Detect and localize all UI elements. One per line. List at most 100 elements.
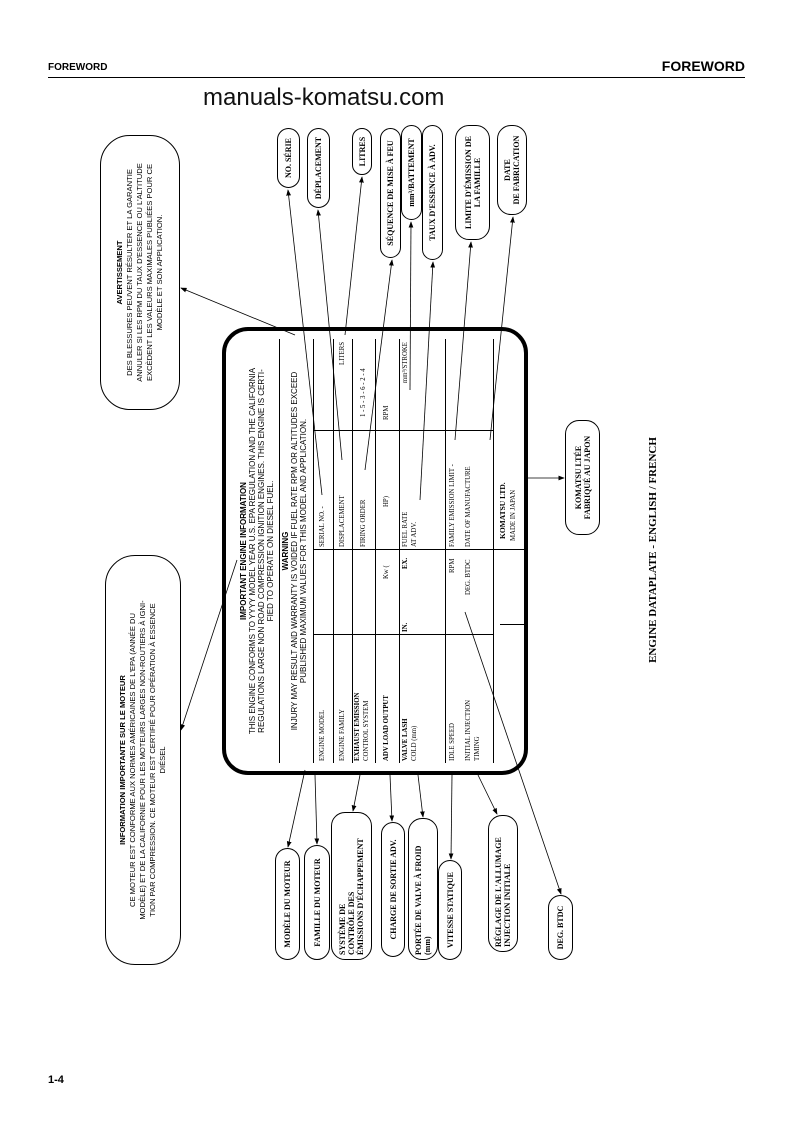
leader-family	[314, 774, 320, 845]
cell-timing: TIMING	[474, 736, 481, 761]
callout-line: CE MOTEUR EST CONFORME AUX NORMES AMÉRIC…	[128, 613, 137, 907]
cell-idle: IDLE SPEED	[449, 723, 456, 761]
callout-avertissement: AVERTISSEMENT DES BLESSURES PEUVENT RÉSU…	[100, 135, 180, 410]
header-rule	[48, 77, 745, 78]
cell-initial-injection: INITIAL INJECTION	[465, 699, 472, 761]
cell-made-in: MADE IN JAPAN	[510, 489, 517, 541]
cell-stroke: mm³/STROKE	[402, 342, 409, 383]
callout-modele: MODÈLE DU MOTEUR	[275, 848, 300, 960]
cell-ex: EX.	[402, 557, 409, 569]
col-line	[500, 624, 524, 625]
leader-firing	[364, 259, 394, 471]
plate-warning-line: PUBLISHED MAXIMUM VALUES FOR THIS MODEL …	[299, 418, 308, 684]
leader-btdc	[464, 611, 562, 895]
leader-idle	[448, 774, 454, 860]
col-line	[313, 430, 493, 431]
col-line	[313, 634, 493, 635]
callout-information: INFORMATION IMPORTANTE SUR LE MOTEUR CE …	[105, 555, 181, 965]
header-left-title: FOREWORD	[48, 62, 108, 73]
callout-battement: mm³/BATTEMENT	[401, 125, 422, 220]
row-line	[399, 339, 400, 763]
callout-line: DES BLESSURES PEUVENT RÉSULTER ET LA GAR…	[125, 169, 134, 376]
callout-systeme: SYSTÈME DE CONTRÔLE DES ÉMISSIONS D'ÉCHA…	[331, 812, 372, 960]
callout-line: PORTÉE DE VALVE À FROID	[414, 845, 423, 955]
leader-model	[286, 769, 306, 848]
callout-line: DIÉSEL	[158, 746, 167, 774]
callout-vitesse: VITESSE STATIQUE	[438, 860, 462, 960]
callout-line: EXCÈDENT LES VALEURS MAXIMALES PUBLIÉES …	[145, 163, 154, 382]
callout-deg-btdc: DEG. BTDC	[548, 895, 573, 960]
leader-lines	[180, 176, 565, 895]
leader-serial	[286, 189, 323, 496]
row-line	[313, 339, 314, 763]
callout-portee: PORTÉE DE VALVE À FROID (mm)	[408, 818, 438, 960]
callout-line: KOMATSU LTÉE	[573, 445, 583, 510]
watermark: manuals-komatsu.com	[203, 84, 445, 111]
cell-family-limit: FAMILY EMISSION LIMIT -	[449, 464, 456, 547]
cell-valve-lash: VALVE LASH	[402, 718, 409, 762]
col-line	[313, 549, 528, 550]
callout-line: INJECTION INITIALE	[503, 863, 512, 947]
callout-date: DATE DE FABRICATION	[497, 125, 527, 215]
cell-serial-no: SERIAL NO. -	[319, 506, 326, 547]
figure-caption: ENGINE DATAPLATE - ENGLISH / FRENCH	[647, 437, 659, 663]
leader-valve	[417, 774, 425, 818]
leader-warning	[180, 287, 296, 336]
cell-date: DATE OF MANUFACTURE	[465, 466, 472, 547]
callout-litres: LITRES	[352, 128, 372, 175]
cell-hp: HP)	[383, 496, 390, 507]
leader-fuel	[419, 261, 436, 501]
callout-famille: FAMILLE DU MOTEUR	[304, 845, 330, 960]
cell-adv-load: ADV LOAD OUTPUT	[383, 695, 390, 761]
cell-in: IN.	[402, 622, 409, 632]
callout-komatsu: KOMATSU LTÉE FABRIQUÉ AU JAPON	[565, 420, 600, 535]
callout-charge: CHARGE DE SORTIE ADV.	[381, 822, 405, 957]
callout-line: LIMITE D'ÉMISSION DE	[463, 136, 473, 229]
callout-taux: TAUX D'ESSENCE À ADV.	[422, 125, 443, 260]
row-line	[493, 339, 494, 763]
cell-deg-btdc: DEG. BTDC	[465, 559, 472, 596]
callout-reglage: RÉGLAGE DE L'ALLUMAGE INJECTION INITIALE	[488, 815, 518, 952]
callout-line: SYSTÈME DE	[338, 903, 347, 955]
callout-title: AVERTISSEMENT	[115, 240, 124, 305]
leader-exhaust	[351, 774, 361, 812]
callout-line: ÉMISSIONS D'ÉCHAPPEMENT	[356, 838, 365, 955]
leader-liters	[344, 176, 364, 336]
page-number: 1-4	[48, 1074, 64, 1086]
callout-line: MODÈLE) ET DE LA CALIFORNIE POUR LES MOT…	[138, 600, 147, 920]
callout-line: ANNULER SI LES RPM DU TAUX D'ESSENCE OU …	[135, 163, 144, 382]
cell-valve-cold: COLD (mm)	[411, 725, 418, 761]
callout-limite: LIMITE D'ÉMISSION DE LA FAMILLE	[455, 125, 490, 240]
row-line	[445, 339, 446, 763]
leader-information	[180, 559, 238, 731]
callout-deplacement: DÉPLACEMENT	[307, 128, 330, 208]
callout-line: DE FABRICATION	[512, 135, 521, 205]
leader-injection	[477, 774, 498, 815]
callout-line: RÉGLAGE DE L'ALLUMAGE	[494, 837, 503, 947]
cell-exhaust-2: CONTROL SYSTEM	[363, 700, 370, 761]
cell-exhaust: EXHAUST EMISSION	[354, 692, 361, 761]
cell-firing-order: FIRING ORDER	[360, 499, 367, 547]
cell-maker: KOMATSU LTD.	[498, 482, 507, 539]
callout-line: LA FAMILLE	[472, 157, 482, 208]
leader-adv	[389, 774, 395, 822]
cell-fuel-adv: AT ADV.	[411, 521, 418, 547]
leader-displacement	[316, 209, 343, 461]
cell-fuel-rate: FUEL RATE	[402, 511, 409, 547]
plate-statement-line: FIED TO OPERATE ON DIESEL FUEL.	[266, 480, 275, 622]
row-line	[375, 339, 376, 763]
callout-line: MODÈLE ET SON APPLICATION.	[155, 214, 164, 331]
cell-displacement: DISPLACEMENT	[339, 495, 346, 547]
callout-line: FABRIQUÉ AU JAPON	[582, 435, 592, 520]
row-line	[333, 339, 334, 763]
leader-stroke	[408, 221, 414, 391]
callout-no-serie: NO. SÉRIE	[277, 128, 300, 188]
cell-engine-family: ENGINE FAMILY	[339, 709, 346, 761]
callout-line: DATE	[503, 159, 512, 181]
cell-rpm: RPM	[383, 405, 390, 420]
callout-title: INFORMATION IMPORTANTE SUR LE MOTEUR	[118, 675, 127, 845]
leader-limit	[454, 241, 473, 441]
cell-liters: LITERS	[339, 341, 346, 365]
header-right-title: FOREWORD	[661, 58, 745, 74]
callout-sequence: SÉQUENCE DE MISE À FEU	[380, 128, 401, 258]
